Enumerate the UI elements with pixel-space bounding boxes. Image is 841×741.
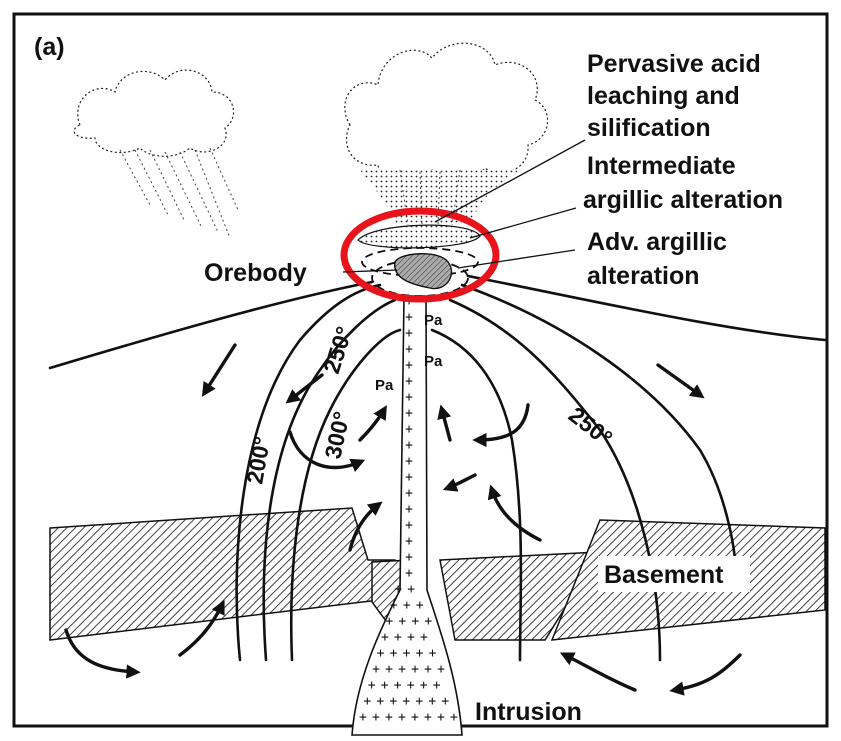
svg-text:+: + — [398, 662, 406, 677]
svg-text:+: + — [403, 598, 411, 613]
svg-text:+: + — [429, 646, 437, 661]
svg-text:+: + — [441, 694, 449, 709]
svg-text:+: + — [433, 678, 441, 693]
mineral-pa-label-2: Pa — [424, 353, 443, 370]
svg-text:+: + — [385, 662, 393, 677]
svg-text:+: + — [420, 678, 428, 693]
svg-text:+: + — [411, 662, 419, 677]
isotherm-200-label: 200° — [241, 434, 275, 485]
svg-text:+: + — [411, 614, 419, 629]
pervasive-label-line3: silification — [587, 114, 711, 142]
svg-text:+: + — [405, 502, 413, 517]
svg-text:+: + — [416, 598, 424, 613]
svg-text:+: + — [394, 678, 402, 693]
svg-text:+: + — [424, 710, 432, 725]
svg-text:+: + — [390, 598, 398, 613]
svg-text:+: + — [385, 614, 393, 629]
svg-text:+: + — [359, 710, 367, 725]
svg-text:+: + — [377, 646, 385, 661]
svg-text:+: + — [424, 662, 432, 677]
isotherm-250-left-label: 250° — [318, 323, 357, 376]
svg-text:+: + — [405, 534, 413, 549]
svg-text:+: + — [405, 406, 413, 421]
steam-plume-icon — [345, 43, 548, 225]
svg-text:+: + — [405, 486, 413, 501]
svg-text:+: + — [405, 566, 413, 581]
svg-text:+: + — [405, 550, 413, 565]
svg-text:+: + — [389, 694, 397, 709]
svg-text:+: + — [381, 678, 389, 693]
svg-text:+: + — [398, 614, 406, 629]
svg-text:+: + — [405, 374, 413, 389]
svg-text:+: + — [405, 358, 413, 373]
svg-text:+: + — [407, 630, 415, 645]
svg-text:+: + — [405, 454, 413, 469]
svg-text:+: + — [405, 422, 413, 437]
basement-label: Basement — [604, 561, 724, 589]
svg-text:+: + — [405, 518, 413, 533]
svg-text:+: + — [402, 694, 410, 709]
intermediate-label-line1: Intermediate — [587, 152, 736, 180]
svg-text:+: + — [437, 710, 445, 725]
rain-cloud-icon — [74, 70, 238, 238]
svg-text:+: + — [405, 342, 413, 357]
svg-text:+: + — [403, 646, 411, 661]
svg-text:+: + — [416, 646, 424, 661]
panel-label: (a) — [34, 33, 65, 61]
isotherm-300-label: 300° — [319, 409, 354, 461]
svg-text:+: + — [428, 694, 436, 709]
advanced-label-line2: alteration — [587, 262, 700, 290]
svg-text:+: + — [390, 646, 398, 661]
svg-text:+: + — [368, 678, 376, 693]
svg-text:+: + — [394, 630, 402, 645]
svg-text:+: + — [405, 310, 413, 325]
svg-text:+: + — [420, 630, 428, 645]
mineral-pa-label-1: Pa — [424, 312, 443, 329]
svg-text:+: + — [407, 678, 415, 693]
svg-text:+: + — [407, 582, 415, 597]
svg-text:+: + — [437, 662, 445, 677]
advanced-label-line1: Adv. argillic — [587, 228, 727, 256]
orebody-shape — [395, 254, 452, 289]
orebody-label: Orebody — [204, 259, 307, 287]
svg-text:+: + — [450, 710, 458, 725]
pervasive-label-line2: leaching and — [587, 82, 740, 110]
pervasive-label-line1: Pervasive acid — [587, 50, 761, 78]
svg-text:+: + — [385, 710, 393, 725]
svg-text:+: + — [398, 710, 406, 725]
intrusion-label: Intrusion — [475, 698, 582, 726]
svg-text:+: + — [405, 470, 413, 485]
svg-text:+: + — [405, 390, 413, 405]
mineral-pa-label-3: Pa — [375, 377, 394, 394]
svg-text:+: + — [381, 630, 389, 645]
svg-text:+: + — [372, 662, 380, 677]
svg-text:+: + — [376, 694, 384, 709]
svg-text:+: + — [424, 614, 432, 629]
svg-text:+: + — [372, 710, 380, 725]
svg-text:+: + — [405, 326, 413, 341]
svg-text:+: + — [411, 710, 419, 725]
svg-text:+: + — [405, 438, 413, 453]
svg-text:+: + — [415, 694, 423, 709]
intermediate-label-line2: argillic alteration — [583, 186, 783, 214]
svg-text:+: + — [394, 582, 402, 597]
svg-text:+: + — [363, 694, 371, 709]
